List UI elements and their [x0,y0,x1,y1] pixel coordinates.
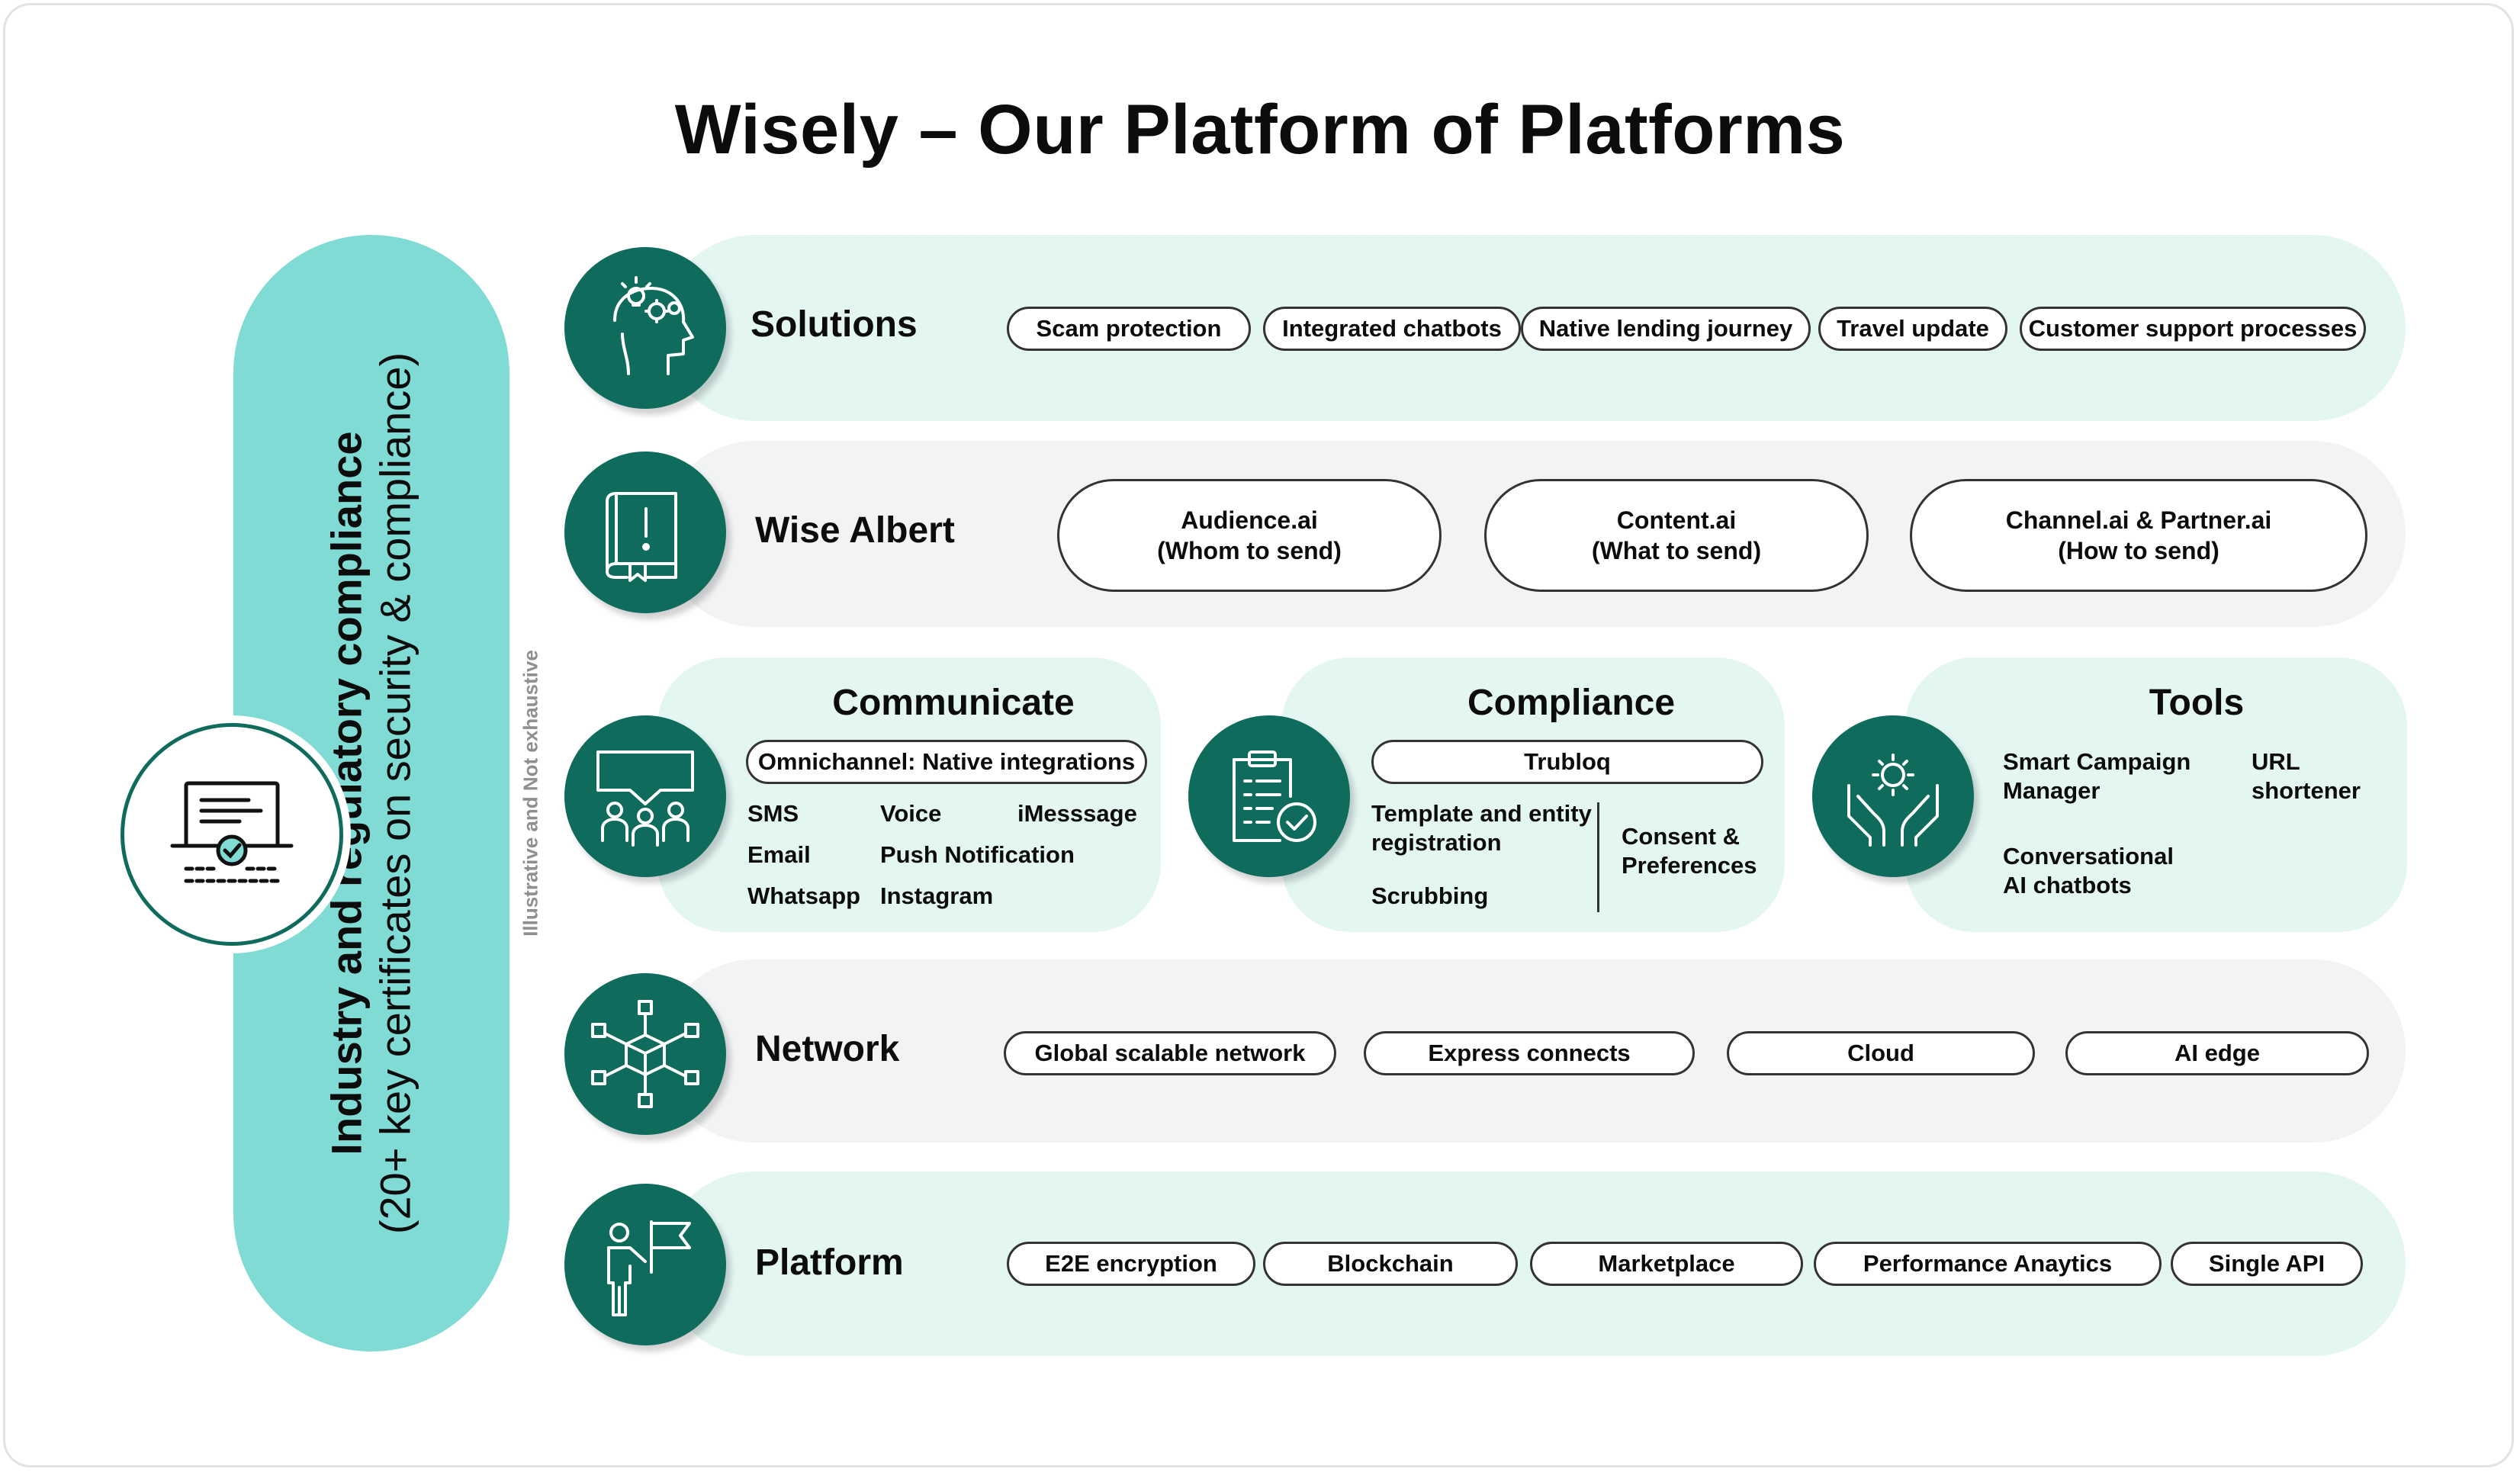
channel-imessage: iMesssage [1017,800,1137,827]
content-ai-desc: (What to send) [1591,537,1762,564]
channel-ai-name: Channel.ai & Partner.ai [2005,506,2272,534]
network-cube-icon [564,973,726,1135]
compliance-banner-line2: (20+ key certificates on security & comp… [371,352,419,1235]
solution-pill: Customer support processes [2020,307,2366,351]
platform-pill: E2E encryption [1007,1242,1255,1286]
person-flag-icon [564,1184,726,1345]
trubloq-pill: Trubloq [1371,740,1763,784]
compliance-card [1281,657,1785,932]
compliance-divider [1597,802,1599,912]
solution-pill: Travel update [1818,307,2007,351]
compliance-banner-text: Industry and regulatory compliance (20+ … [323,221,421,1365]
page-title: Wisely – Our Platform of Platforms [674,91,1846,169]
channel-ai-pill: Channel.ai & Partner.ai (How to send) [1910,479,2367,592]
solutions-label: Solutions [751,304,918,345]
smart-campaign-manager: Smart Campaign Manager [2003,748,2191,804]
channel-instagram: Instagram [880,882,994,909]
channel-voice: Voice [880,800,942,827]
platform-pill: Marketplace [1530,1242,1803,1286]
network-pill: Cloud [1727,1031,2035,1075]
clipboard-check-icon [1188,715,1350,877]
head-gears-icon [564,247,726,409]
wise-albert-label: Wise Albert [755,510,955,551]
platform-pill: Blockchain [1263,1242,1518,1286]
channel-whatsapp: Whatsapp [747,882,861,909]
solution-pill: Scam protection [1007,307,1251,351]
tools-card [1905,657,2407,932]
content-ai-pill: Content.ai (What to send) [1484,479,1869,592]
channel-ai-desc: (How to send) [2058,537,2219,564]
template-registration: Template and entity registration [1371,800,1592,856]
book-alert-icon [564,452,726,613]
scrubbing: Scrubbing [1371,882,1489,909]
url-shortener: URL shortener [2252,748,2361,804]
communicate-title: Communicate [832,683,1075,723]
audience-ai-pill: Audience.ai (Whom to send) [1057,479,1442,592]
content-ai-name: Content.ai [1616,506,1737,534]
network-pill: AI edge [2065,1031,2369,1075]
communicate-card [657,657,1161,932]
network-label: Network [755,1029,900,1069]
audience-ai-desc: (Whom to send) [1157,537,1342,564]
platform-pill: Single API [2171,1242,2363,1286]
illustrative-note: Illustrative and Not exhaustive [519,650,542,937]
network-pill: Express connects [1364,1031,1695,1075]
channel-email: Email [747,841,811,868]
solution-pill: Native lending journey [1521,307,1811,351]
conversational-ai-chatbots: Conversational AI chatbots [2003,843,2174,898]
omnichannel-pill: Omnichannel: Native integrations [746,740,1147,784]
channel-push: Push Notification [880,841,1075,868]
consent-preferences: Consent & Preferences [1622,823,1757,879]
tools-title: Tools [2149,683,2245,723]
channel-sms: SMS [747,800,799,827]
platform-label: Platform [755,1242,904,1283]
platform-pill: Performance Anaytics [1814,1242,2162,1286]
certificate-icon [121,723,343,946]
solution-pill: Integrated chatbots [1263,307,1521,351]
compliance-title: Compliance [1467,683,1676,723]
network-pill: Global scalable network [1004,1031,1336,1075]
speech-group-icon [564,715,726,877]
audience-ai-name: Audience.ai [1181,506,1318,534]
hands-gear-icon [1812,715,1974,877]
